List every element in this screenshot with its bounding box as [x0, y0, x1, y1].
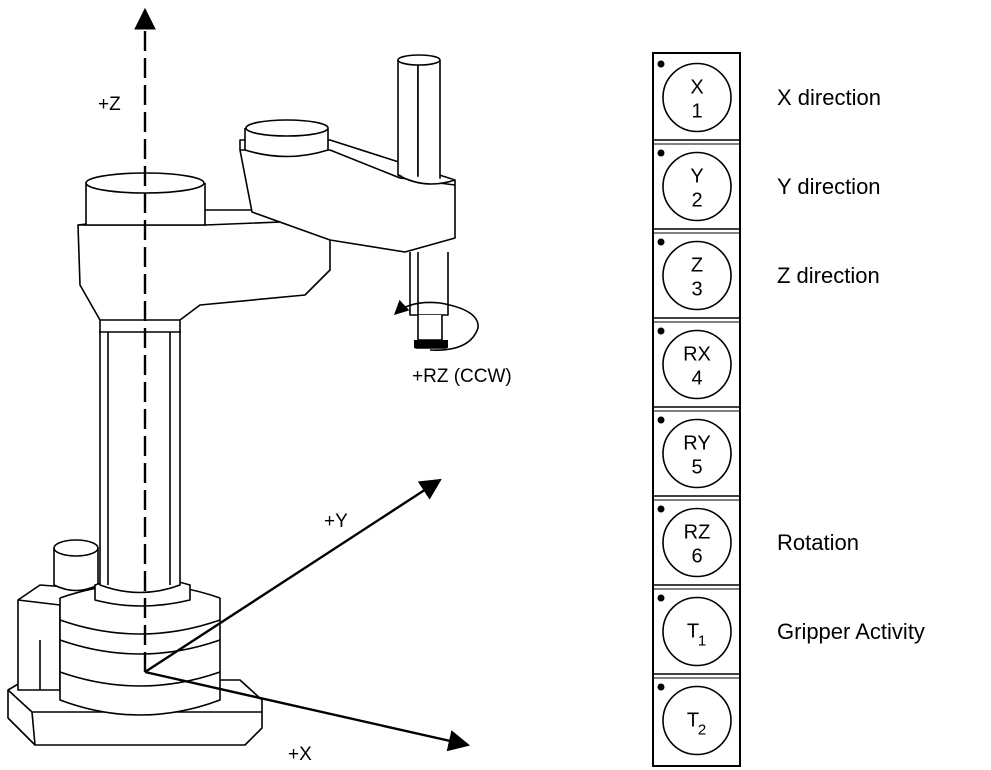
- key-circle[interactable]: [662, 596, 732, 667]
- key-bottom-label: 3: [691, 279, 702, 301]
- key-bottom-label: 1: [691, 101, 702, 123]
- quill-band: [414, 340, 448, 348]
- robot-column: [99, 330, 181, 594]
- key-subscript: 2: [698, 722, 706, 739]
- key-top-label: T: [687, 621, 699, 643]
- key-description: Gripper Activity: [777, 618, 925, 644]
- key-indicator-dot: [657, 594, 665, 602]
- keypad-key-6[interactable]: RZ6: [653, 495, 740, 578]
- key-top-label: X: [690, 77, 703, 99]
- key-top-label: T: [687, 710, 699, 732]
- key-description: X direction: [777, 84, 881, 110]
- key-top-label: RZ: [684, 522, 711, 544]
- key-indicator-dot: [657, 683, 665, 691]
- key-indicator-dot: [657, 505, 665, 513]
- keypad-key-2[interactable]: Y2: [653, 139, 740, 222]
- x-axis-line: [144, 670, 471, 752]
- key-bottom-label: 2: [691, 190, 702, 212]
- key-circle[interactable]: [662, 151, 732, 222]
- key-indicator-dot: [657, 60, 665, 68]
- z-axis-label: +Z: [98, 94, 121, 115]
- key-circle[interactable]: [662, 240, 732, 311]
- key-description: Rotation: [777, 529, 859, 555]
- key-indicator-dot: [657, 327, 665, 335]
- key-description: Y direction: [777, 173, 881, 199]
- key-circle[interactable]: [662, 62, 732, 133]
- robot-base: [7, 539, 263, 746]
- key-circle[interactable]: [662, 685, 732, 756]
- key-indicator-dot: [657, 238, 665, 246]
- keypad-key-7[interactable]: T1: [653, 584, 740, 667]
- x-axis-label: +X: [288, 744, 312, 765]
- keypad-key-5[interactable]: RY5: [653, 406, 740, 489]
- key-subscript: 1: [698, 633, 706, 650]
- keypad-key-1[interactable]: X1: [657, 60, 732, 133]
- robot-arm: [77, 54, 456, 349]
- y-axis-line: [144, 478, 442, 674]
- key-bottom-label: 5: [691, 457, 702, 479]
- keypad-key-8[interactable]: T2: [653, 673, 740, 756]
- key-bottom-label: 6: [691, 546, 702, 568]
- key-top-label: RY: [683, 433, 710, 455]
- rotation-arrow: [393, 299, 479, 351]
- key-top-label: RX: [683, 344, 711, 366]
- key-top-label: Y: [690, 166, 703, 188]
- key-circle[interactable]: [662, 507, 732, 578]
- key-description: Z direction: [777, 262, 880, 288]
- key-circle[interactable]: [662, 418, 732, 489]
- keypad-key-3[interactable]: Z3: [653, 228, 740, 311]
- rotation-label: +RZ (CCW): [412, 366, 512, 387]
- key-top-label: Z: [691, 255, 703, 277]
- y-axis-label: +Y: [324, 511, 348, 532]
- key-bottom-label: 4: [691, 368, 702, 390]
- key-indicator-dot: [657, 416, 665, 424]
- key-indicator-dot: [657, 149, 665, 157]
- keypad-key-4[interactable]: RX4: [653, 317, 740, 400]
- key-circle[interactable]: [662, 329, 732, 400]
